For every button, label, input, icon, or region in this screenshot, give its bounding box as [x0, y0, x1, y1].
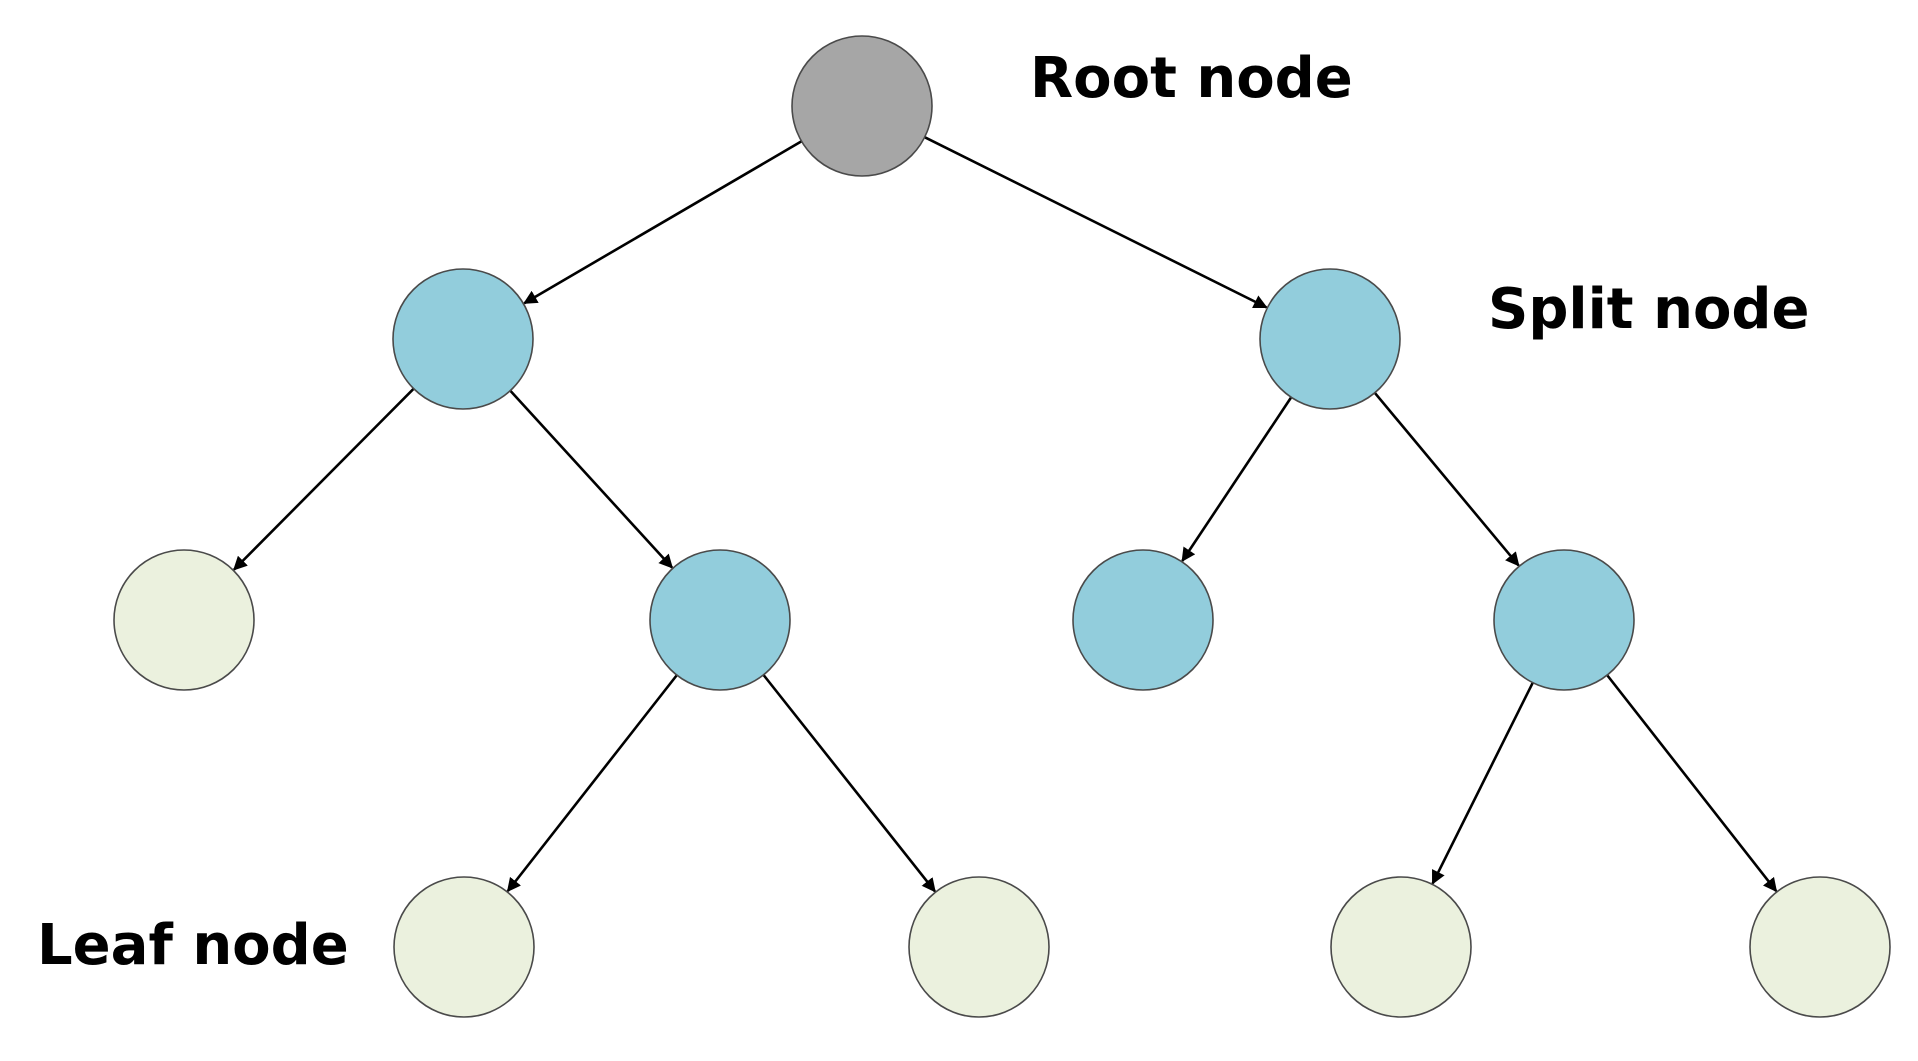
edge-root-to-split-left — [523, 140, 803, 305]
leaf-node-label: Leaf node — [37, 913, 349, 978]
edge-split-left-to-leaf-far-left — [233, 387, 415, 571]
edge-split-right-inner-right-to-leaf-4 — [1606, 674, 1778, 893]
edge-split-right-to-split-right-inner-left — [1181, 396, 1293, 563]
edge-split-left-inner-to-leaf-2 — [762, 674, 936, 893]
edge-split-right-inner-right-to-leaf-3 — [1431, 682, 1534, 885]
split-node-split-right — [1259, 268, 1401, 410]
edges-layer — [233, 136, 1778, 893]
split-node-split-right-inner-left — [1072, 549, 1214, 691]
split-node-split-right-inner-right — [1493, 549, 1635, 691]
leaf-node-leaf-far-left — [113, 549, 255, 691]
root-node-label: Root node — [1030, 46, 1353, 111]
leaf-node-leaf-1 — [393, 876, 535, 1018]
leaf-node-leaf-2 — [908, 876, 1050, 1018]
edge-split-right-to-split-right-inner-right — [1373, 391, 1520, 567]
nodes-layer — [113, 35, 1891, 1018]
edge-root-to-split-right — [924, 136, 1268, 309]
leaf-node-leaf-4 — [1749, 876, 1891, 1018]
split-node-label: Split node — [1488, 277, 1809, 342]
split-node-split-left-inner — [649, 549, 791, 691]
root-node-root — [791, 35, 933, 177]
edge-split-left-inner-to-leaf-1 — [506, 674, 678, 893]
split-node-split-left — [392, 268, 534, 410]
edge-split-left-to-split-left-inner — [509, 389, 674, 569]
leaf-node-leaf-3 — [1330, 876, 1472, 1018]
